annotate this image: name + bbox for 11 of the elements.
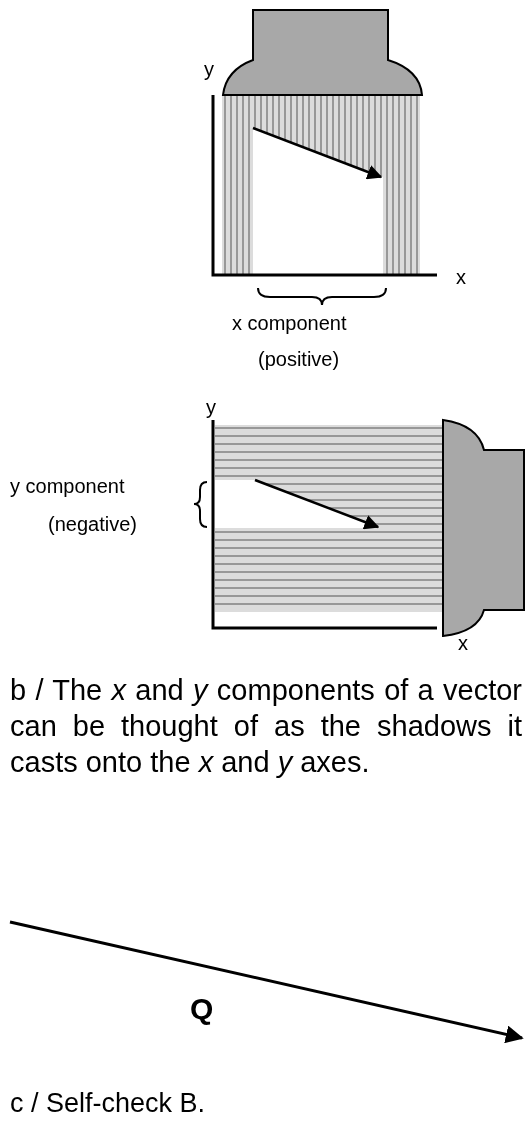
axis-label: x: [456, 266, 466, 289]
figure-caption: c / Self-check B.: [10, 1088, 206, 1119]
component-label: (positive): [258, 348, 340, 371]
component-label: (negative): [48, 513, 137, 536]
vector-label: Q: [190, 992, 214, 1026]
figure-caption: b / The x and y components of a vector can be thought of as the shadows it casts onto the x and y axes.: [10, 673, 522, 780]
component-label: x component: [232, 312, 347, 335]
axis-label: x: [458, 632, 468, 655]
axis-label: y: [206, 396, 216, 419]
component-label: y component: [10, 475, 125, 498]
axis-label: y: [204, 58, 214, 81]
